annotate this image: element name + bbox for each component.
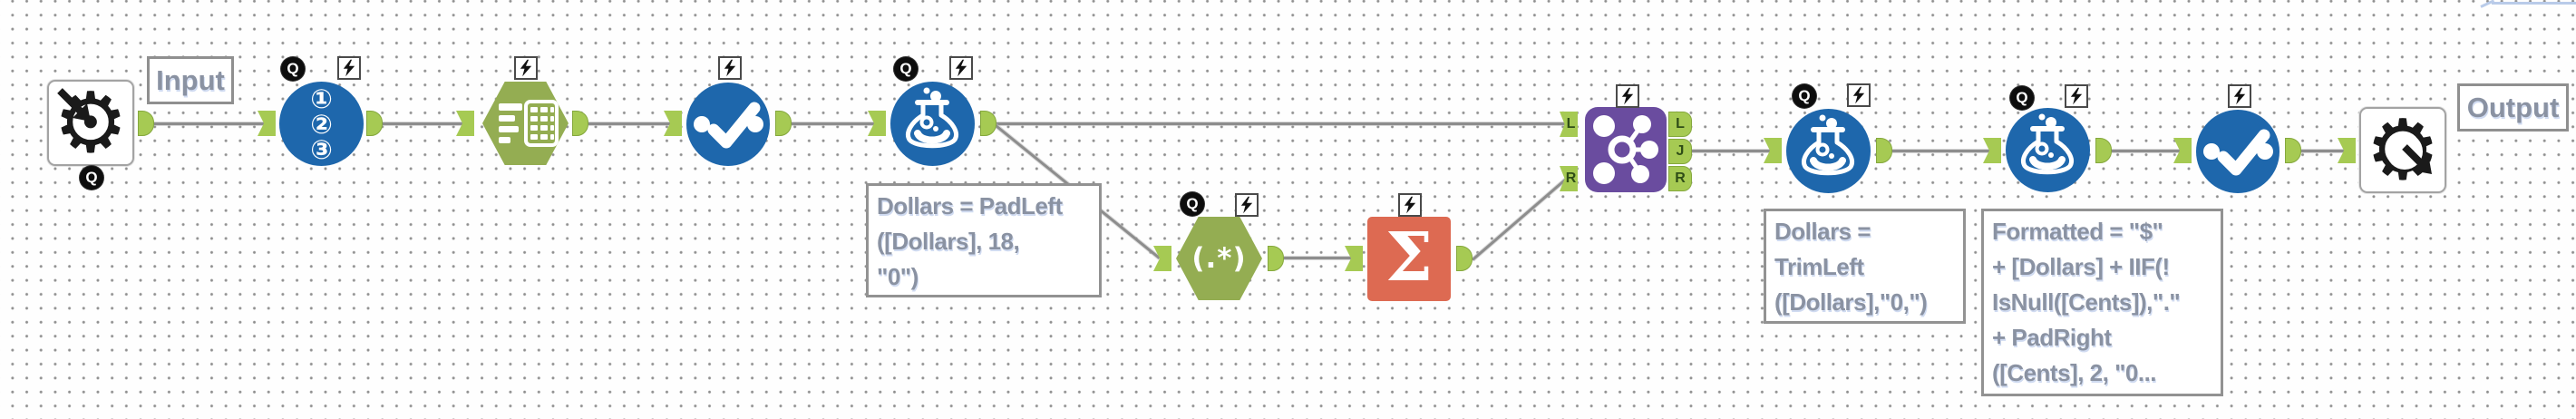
annotation-formula-formatted[interactable]: Formatted = "$" + [Dollars] + IIF(! IsNu… xyxy=(1981,209,2223,396)
text-to-columns-input-anchor[interactable] xyxy=(456,111,474,136)
checkmark-icon xyxy=(2203,129,2273,176)
formula2-tool[interactable] xyxy=(1786,109,1871,193)
q-badge: Q xyxy=(1181,192,1204,216)
join-tool[interactable] xyxy=(1585,107,1667,192)
sigma-icon: Σ xyxy=(1385,218,1434,297)
wire-texttocolumns-select[interactable] xyxy=(588,122,670,125)
join-input-anchor-left[interactable]: L xyxy=(1560,112,1578,137)
wire-summarize-join-right[interactable] xyxy=(1472,178,1567,261)
select-tool[interactable] xyxy=(686,83,770,166)
input-label[interactable]: Input xyxy=(147,56,234,104)
formula2-output-anchor[interactable] xyxy=(1876,138,1892,163)
checkmark-icon xyxy=(694,102,763,149)
record-id-output-anchor[interactable] xyxy=(366,111,383,136)
lightning-badge xyxy=(1235,193,1259,217)
select-output-anchor[interactable] xyxy=(775,111,792,136)
select2-tool[interactable] xyxy=(2196,110,2280,193)
annotation-formula-padleft[interactable]: Dollars = PadLeft ([Dollars], 18, "0") xyxy=(866,183,1102,297)
numbered-circles-icon: ① ② ③ xyxy=(310,83,333,165)
lightning-badge xyxy=(718,56,742,80)
q-badge-letter: Q xyxy=(287,60,299,77)
annotation-formula-trimleft[interactable]: Dollars = TrimLeft ([Dollars],"0,") xyxy=(1764,209,1966,324)
summarize-input-anchor[interactable] xyxy=(1345,246,1363,271)
arrow-out-icon xyxy=(2402,144,2432,174)
q-badge-letter: Q xyxy=(1186,195,1199,212)
q-badge: Q xyxy=(80,166,103,190)
q-badge: Q xyxy=(2010,86,2034,110)
join-output-anchor-left[interactable]: L xyxy=(1668,112,1692,137)
regex-icon: (.*) xyxy=(1191,241,1247,275)
join-left-label: L xyxy=(1566,116,1576,132)
q-badge: Q xyxy=(1793,84,1816,108)
selection-edge-line xyxy=(2492,2,2576,5)
summarize-tool[interactable]: Σ xyxy=(1367,217,1451,301)
macro-input-tool[interactable]: ⚙ xyxy=(47,80,134,166)
text-to-columns-tool[interactable] xyxy=(482,82,569,165)
join-output-anchor-right[interactable]: R xyxy=(1668,166,1692,191)
wire-formula3-select2[interactable] xyxy=(2112,150,2180,152)
macro-output-input-anchor[interactable] xyxy=(2338,138,2356,163)
record-id-input-anchor[interactable] xyxy=(258,111,276,136)
join-out-right-label: R xyxy=(1675,171,1686,186)
lightning-badge xyxy=(1398,193,1422,217)
flask-icon xyxy=(1802,114,1854,176)
formula-input-anchor[interactable] xyxy=(868,111,886,136)
join-out-join-label: J xyxy=(1676,143,1685,159)
formula-output-anchor[interactable] xyxy=(980,111,996,136)
lightning-badge xyxy=(2228,84,2251,108)
record-id-tool[interactable]: ① ② ③ xyxy=(279,82,364,166)
wire-formula2-formula3[interactable] xyxy=(1892,150,1989,152)
formula3-input-anchor[interactable] xyxy=(1983,138,2001,163)
join-output-anchor-join[interactable]: J xyxy=(1668,139,1692,164)
lightning-badge xyxy=(1616,84,1639,108)
wire-recordid-texttocolumns[interactable] xyxy=(383,122,462,125)
lightning-badge xyxy=(2065,84,2088,108)
text-table-icon xyxy=(498,100,559,147)
join-out-left-label: L xyxy=(1676,116,1685,132)
select2-input-anchor[interactable] xyxy=(2173,138,2192,163)
join-right-label: R xyxy=(1565,171,1577,186)
q-badge: Q xyxy=(894,57,918,81)
q-badge: Q xyxy=(281,57,305,81)
arrow-in-icon xyxy=(57,88,91,122)
summarize-output-anchor[interactable] xyxy=(1456,246,1473,271)
q-badge-letter: Q xyxy=(2016,89,2028,106)
wire-macroinput-recordid[interactable] xyxy=(154,122,264,125)
flask-icon xyxy=(906,87,958,149)
wire-select2-macrooutput[interactable] xyxy=(2301,150,2344,152)
select-input-anchor[interactable] xyxy=(664,111,682,136)
regex-tool[interactable]: (.*) xyxy=(1176,217,1262,300)
formula2-input-anchor[interactable] xyxy=(1764,138,1782,163)
wire-select-formula[interactable] xyxy=(792,122,874,125)
lightning-badge xyxy=(1847,83,1871,107)
q-badge-letter: Q xyxy=(1798,87,1811,104)
formula3-tool[interactable] xyxy=(2006,108,2090,192)
wire-formula-join-left[interactable] xyxy=(996,122,1566,125)
formula3-output-anchor[interactable] xyxy=(2095,138,2112,163)
flask-icon xyxy=(2021,113,2074,175)
output-label[interactable]: Output xyxy=(2457,83,2569,132)
lightning-badge xyxy=(949,56,973,80)
lightning-badge xyxy=(514,56,538,80)
regex-output-anchor[interactable] xyxy=(1268,246,1284,271)
wire-regex-summarize[interactable] xyxy=(1284,257,1351,259)
q-badge-letter: Q xyxy=(899,60,912,77)
text-to-columns-output-anchor[interactable] xyxy=(572,111,588,136)
join-network-icon xyxy=(1593,115,1658,184)
macro-output-tool[interactable]: ⚙ xyxy=(2359,107,2446,193)
wire-join-formula2[interactable] xyxy=(1692,150,1770,152)
lightning-badge xyxy=(337,56,361,80)
join-input-anchor-right[interactable]: R xyxy=(1560,166,1578,191)
formula-tool[interactable] xyxy=(890,82,975,166)
regex-input-anchor[interactable] xyxy=(1153,246,1171,271)
select2-output-anchor[interactable] xyxy=(2285,138,2301,163)
macro-input-output-anchor[interactable] xyxy=(138,111,154,136)
q-badge-letter: Q xyxy=(85,169,98,186)
